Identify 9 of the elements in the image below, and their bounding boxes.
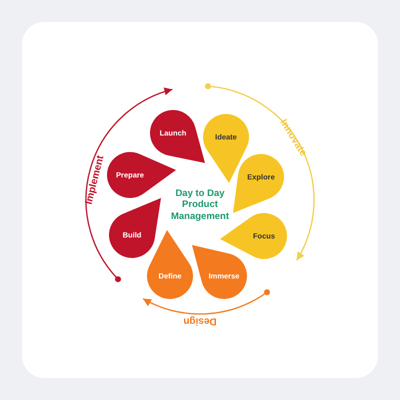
petal-shape: [192, 245, 247, 299]
petal-shape: [109, 198, 161, 258]
petal-shape: [233, 154, 284, 213]
petal-shape: [203, 114, 249, 183]
petal-shape: [150, 110, 205, 163]
petal-shape: [107, 152, 176, 198]
center-heading: Day to Day Product Management: [170, 188, 230, 222]
petal-shape: [147, 230, 193, 299]
arc-label: Design: [183, 316, 217, 326]
